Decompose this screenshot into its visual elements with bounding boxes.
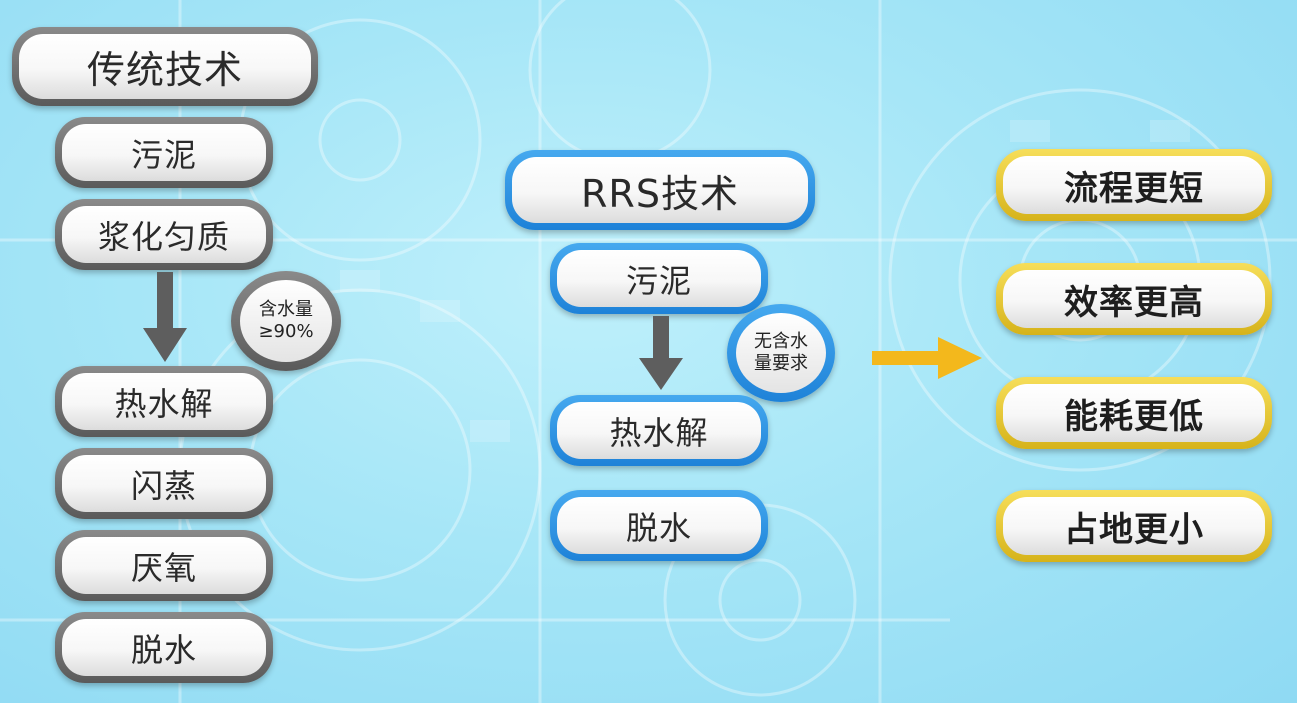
badge-line-1: 含水量 bbox=[259, 299, 313, 320]
traditional-step-dewater: 脱水 bbox=[55, 612, 273, 683]
traditional-step-label: 脱水 bbox=[62, 619, 266, 676]
traditional-moisture-badge: 含水量 ≥90% bbox=[231, 271, 341, 371]
traditional-step-label: 浆化匀质 bbox=[62, 206, 266, 263]
badge-line-2: 量要求 bbox=[754, 353, 808, 374]
benefit-lower-energy: 能耗更低 bbox=[996, 377, 1272, 449]
badge-line-1: 无含水 bbox=[754, 331, 808, 352]
benefit-label: 效率更高 bbox=[1003, 270, 1265, 328]
rrs-title: RRS技术 bbox=[505, 150, 815, 230]
traditional-step-sludge: 污泥 bbox=[55, 117, 273, 188]
benefit-smaller-footprint: 占地更小 bbox=[996, 490, 1272, 562]
traditional-step-homogenize: 浆化匀质 bbox=[55, 199, 273, 270]
benefit-higher-efficiency: 效率更高 bbox=[996, 263, 1272, 335]
rrs-step-label: 脱水 bbox=[557, 497, 761, 554]
benefit-label: 流程更短 bbox=[1003, 156, 1265, 214]
traditional-step-anaerobic: 厌氧 bbox=[55, 530, 273, 601]
rrs-step-hydrolysis: 热水解 bbox=[550, 395, 768, 466]
benefit-shorter-process: 流程更短 bbox=[996, 149, 1272, 221]
traditional-step-hydrolysis: 热水解 bbox=[55, 366, 273, 437]
rrs-step-label: 热水解 bbox=[557, 402, 761, 459]
traditional-step-label: 热水解 bbox=[62, 373, 266, 430]
badge-line-2: ≥90% bbox=[258, 321, 314, 342]
rrs-moisture-badge: 无含水 量要求 bbox=[727, 304, 835, 402]
benefit-label: 占地更小 bbox=[1003, 497, 1265, 555]
rrs-down-arrow bbox=[639, 316, 683, 390]
benefit-label: 能耗更低 bbox=[1003, 384, 1265, 442]
rrs-title-label: RRS技术 bbox=[512, 157, 808, 223]
rrs-step-sludge: 污泥 bbox=[550, 243, 768, 314]
traditional-down-arrow bbox=[143, 272, 187, 362]
rrs-step-label: 污泥 bbox=[557, 250, 761, 307]
traditional-step-label: 污泥 bbox=[62, 124, 266, 181]
traditional-step-label: 闪蒸 bbox=[62, 455, 266, 512]
rrs-step-dewater: 脱水 bbox=[550, 490, 768, 561]
traditional-step-label: 厌氧 bbox=[62, 537, 266, 594]
traditional-step-flash: 闪蒸 bbox=[55, 448, 273, 519]
traditional-title: 传统技术 bbox=[12, 27, 318, 106]
result-arrow bbox=[872, 337, 982, 379]
traditional-title-label: 传统技术 bbox=[19, 34, 311, 99]
